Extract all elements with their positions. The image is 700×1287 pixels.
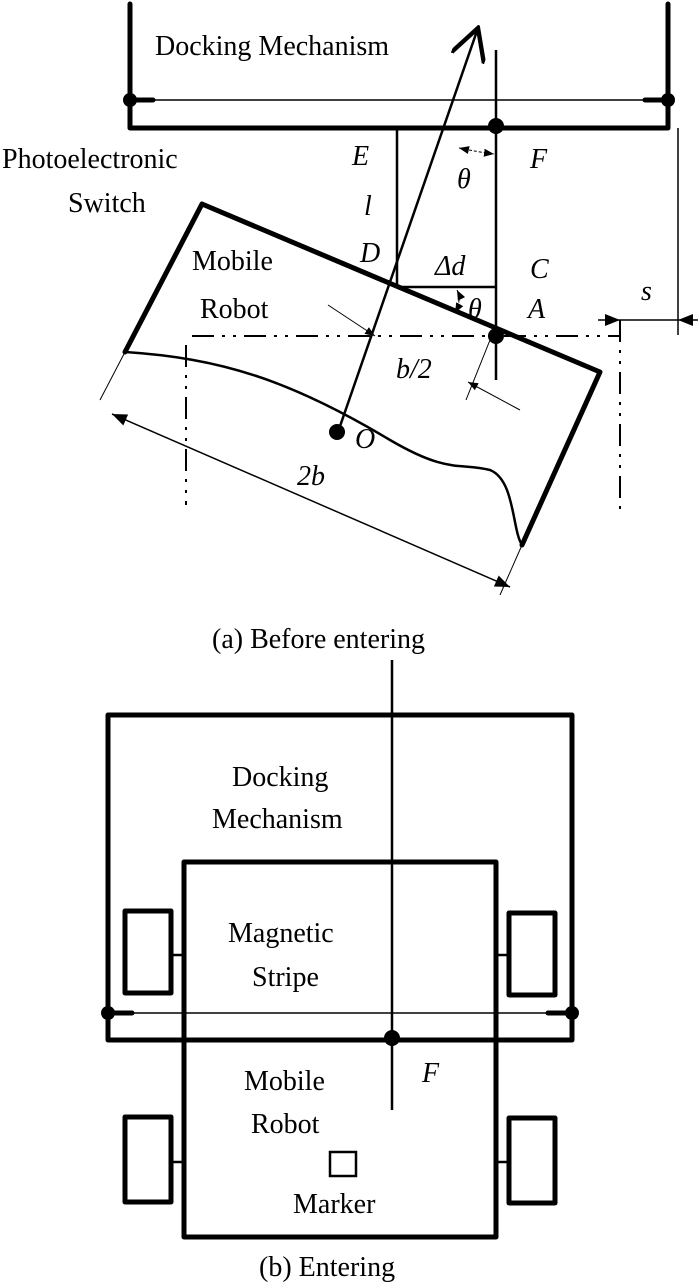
marker-square [328,1150,358,1178]
label-O: O [355,424,375,455]
stripe-label-line1: Magnetic [228,918,334,949]
right-pivot [661,93,675,107]
point-A-dot [488,328,504,344]
docking-frame [127,1,671,131]
docking-label: Docking Mechanism [155,31,389,62]
marker-label: Marker [293,1189,376,1220]
point-O-dot [329,424,345,440]
robot-body [122,201,603,548]
label-s: s [641,276,652,307]
two-b-ext-left [99,351,126,401]
label-delta-d: Δd [434,251,466,282]
label-theta-top: θ [457,164,471,195]
caption-b: (b) Entering [259,1252,395,1283]
theta-top-arc [458,146,495,157]
left-pivot-b [101,1006,115,1020]
robot-label-b-line1: Mobile [244,1066,325,1097]
robot-label-line2: Robot [200,294,269,325]
label-F: F [529,144,548,175]
stripe-label-line2: Stripe [252,962,319,993]
robot-body-b [181,859,499,1240]
wheel-bottom-left [122,1114,174,1205]
switch-label-line1: Photoelectronic [2,144,178,175]
b-half-arrow-right [467,381,521,411]
label-A: A [526,294,546,325]
left-pivot [123,93,137,107]
label-2b: 2b [297,461,325,492]
two-b-dimension [111,413,511,588]
label-C: C [530,254,549,285]
label-F-b: F [421,1058,440,1089]
panel-b: Docking Mechanism Magnetic Stripe F Mobi… [101,660,579,1283]
label-E: E [351,141,369,172]
robot-break-line [124,350,524,546]
wheel-top-left [122,908,174,996]
docking-frame-b [105,712,575,1043]
point-F-dot [488,118,504,134]
docking-label-b-line2: Mechanism [212,804,343,835]
panel-a: Docking Mechanism F E l D θ Δd C θ A [2,1,698,655]
label-D: D [359,238,380,269]
wheel-top-right [506,910,558,998]
point-F-dot-b [384,1030,400,1046]
robot-label-b-line2: Robot [251,1109,320,1140]
b-half-extension [465,339,491,401]
robot-label-line1: Mobile [192,246,273,277]
right-pivot-b [565,1006,579,1020]
switch-label-line2: Switch [68,188,146,219]
heading-arrow [336,28,478,433]
wheel-bottom-right [506,1115,558,1206]
docking-label-b-line1: Docking [232,762,328,793]
two-b-ext-right [499,544,523,596]
label-b-half: b/2 [396,354,432,385]
label-l: l [364,191,372,222]
b-half-arrow-left [327,304,376,337]
caption-a: (a) Before entering [212,624,425,655]
